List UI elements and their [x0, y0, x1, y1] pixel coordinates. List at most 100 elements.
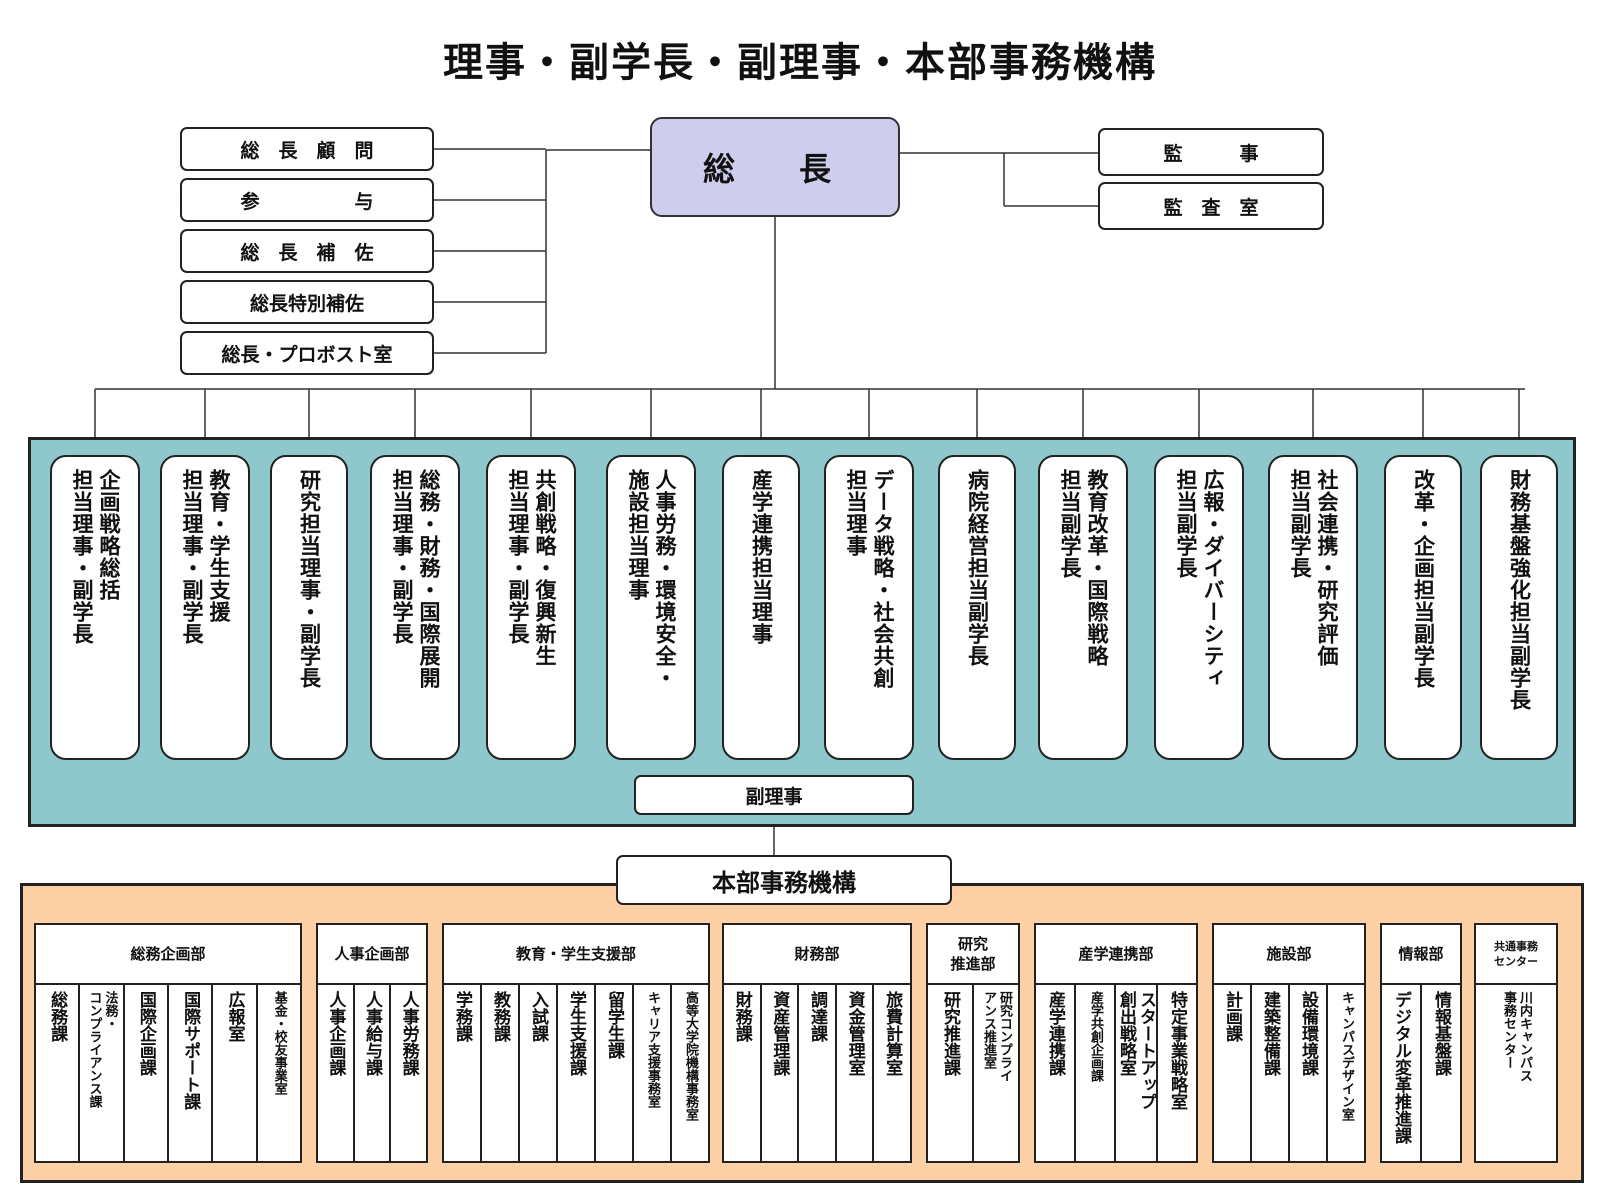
- section-name-line: デジタル変革推進課: [1391, 991, 1411, 1144]
- section-name-line: 設備環境課: [1298, 991, 1318, 1076]
- section-cell[interactable]: キャンパスデザイン室: [1328, 985, 1364, 1161]
- section-cell[interactable]: 高等大学院機構事務室: [672, 985, 708, 1161]
- executive-card-12[interactable]: 社会連携・研究評価担当副学長: [1268, 455, 1358, 760]
- advisor-box-4[interactable]: 総長特別補佐: [180, 280, 434, 324]
- section-cell[interactable]: 資金管理室: [837, 985, 875, 1161]
- section-name-line: 学生支援課: [566, 991, 586, 1076]
- section-cell[interactable]: 留学生課: [596, 985, 634, 1161]
- section-name-line: 国際サポート課: [180, 991, 201, 1110]
- section-name-line: 情報基盤課: [1431, 991, 1451, 1076]
- section-cell[interactable]: 入試課: [520, 985, 558, 1161]
- section-name-line: 国際企画課: [135, 991, 156, 1076]
- executive-card-5[interactable]: 共創戦略・復興新生担当理事・副学長: [486, 455, 576, 760]
- department-box-6[interactable]: 産学連携部産学連携課産学共創企画課スタートアップ創出戦略室特定事業戦略室: [1034, 923, 1198, 1163]
- department-name: 研究 推進部: [928, 925, 1018, 985]
- section-cell[interactable]: 国際サポート課: [169, 985, 214, 1161]
- executive-card-13[interactable]: 改革・企画担当副学長: [1384, 455, 1462, 760]
- department-name: 施設部: [1214, 925, 1364, 985]
- executive-title-line: データ戦略・社会共創: [871, 469, 895, 689]
- audit-office-box[interactable]: 監 査 室: [1098, 182, 1324, 230]
- executive-card-6[interactable]: 人事労務・環境安全・施設担当理事: [606, 455, 696, 760]
- hq-box[interactable]: 本部事務機構: [616, 855, 952, 905]
- advisor-box-1[interactable]: 総 長 顧 問: [180, 127, 434, 171]
- section-name-line: 人事企画課: [325, 991, 346, 1076]
- section-cell[interactable]: 広報室: [213, 985, 258, 1161]
- section-cell[interactable]: 計画課: [1214, 985, 1252, 1161]
- section-name-line: 研究推進課: [940, 991, 960, 1076]
- department-name: 共通事務 センター: [1476, 925, 1556, 985]
- section-name-line: 資産管理課: [769, 991, 790, 1076]
- executive-card-4[interactable]: 総務・財務・国際展開担当理事・副学長: [370, 455, 460, 760]
- department-box-9[interactable]: 共通事務 センター川内キャンパス事務センター: [1474, 923, 1558, 1163]
- president-box[interactable]: 総 長: [650, 117, 900, 217]
- section-name-line: 高等大学院機構事務室: [683, 991, 698, 1121]
- section-name-line: 財務課: [731, 991, 752, 1042]
- executive-card-3[interactable]: 研究担当理事・副学長: [270, 455, 348, 760]
- executive-title-line: 担当理事・副学長: [506, 469, 530, 645]
- section-cell[interactable]: 情報基盤課: [1422, 985, 1460, 1161]
- section-cell[interactable]: 教務課: [482, 985, 520, 1161]
- advisor-box-3[interactable]: 総 長 補 佐: [180, 229, 434, 273]
- section-name-line: 産学連携課: [1045, 991, 1065, 1076]
- executive-title-line: 教育改革・国際戦略: [1085, 469, 1109, 667]
- department-box-3[interactable]: 教育・学生支援部学務課教務課入試課学生支援課留学生課キャリア支援事務室高等大学院…: [442, 923, 710, 1163]
- section-name-line: 計画課: [1222, 991, 1242, 1042]
- section-cell[interactable]: 特定事業戦略室: [1158, 985, 1196, 1161]
- department-box-7[interactable]: 施設部計画課建築整備課設備環境課キャンパスデザイン室: [1212, 923, 1366, 1163]
- executive-card-7[interactable]: 産学連携担当理事: [722, 455, 800, 760]
- executive-card-2[interactable]: 教育・学生支援担当理事・副学長: [160, 455, 250, 760]
- section-cell[interactable]: 学務課: [444, 985, 482, 1161]
- section-cell[interactable]: 建築整備課: [1252, 985, 1290, 1161]
- section-cell[interactable]: スタートアップ創出戦略室: [1116, 985, 1158, 1161]
- section-cell[interactable]: 産学連携課: [1036, 985, 1076, 1161]
- section-cell[interactable]: 人事給与課: [355, 985, 392, 1161]
- advisor-box-5[interactable]: 総長・プロボスト室: [180, 331, 434, 375]
- department-name: 財務部: [724, 925, 910, 985]
- department-box-2[interactable]: 人事企画部人事企画課人事給与課人事労務課: [316, 923, 428, 1163]
- section-name-line: コンプライアンス課: [86, 991, 102, 1108]
- section-name-line: 旅費計算室: [882, 991, 903, 1076]
- auditor-box[interactable]: 監 事: [1098, 128, 1324, 176]
- executive-title-line: 担当副学長: [1174, 469, 1198, 579]
- executive-card-10[interactable]: 教育改革・国際戦略担当副学長: [1038, 455, 1128, 760]
- section-name-line: 特定事業戦略室: [1167, 991, 1187, 1110]
- section-cell[interactable]: キャリア支援事務室: [634, 985, 672, 1161]
- section-cell[interactable]: 調達課: [799, 985, 837, 1161]
- department-box-5[interactable]: 研究 推進部研究推進課研究コンプライアンス推進室: [926, 923, 1020, 1163]
- section-cell[interactable]: 人事企画課: [318, 985, 355, 1161]
- executive-card-8[interactable]: データ戦略・社会共創担当理事: [824, 455, 914, 760]
- section-name-line: 総務課: [47, 991, 68, 1042]
- executive-card-11[interactable]: 広報・ダイバーシティ担当副学長: [1154, 455, 1244, 760]
- executive-title-line: 総務・財務・国際展開: [417, 469, 441, 689]
- executive-card-14[interactable]: 財務基盤強化担当副学長: [1480, 455, 1558, 760]
- section-cell[interactable]: 研究コンプライアンス推進室: [974, 985, 1018, 1161]
- section-cell[interactable]: 人事労務課: [391, 985, 426, 1161]
- section-name-line: 入試課: [528, 991, 548, 1042]
- section-cell[interactable]: 基金・校友事業室: [258, 985, 300, 1161]
- department-box-8[interactable]: 情報部デジタル変革推進課情報基盤課: [1380, 923, 1462, 1163]
- section-name-line: 研究コンプライ: [997, 991, 1012, 1082]
- section-cell[interactable]: 総務課: [36, 985, 81, 1161]
- section-name-line: 学務課: [452, 991, 472, 1042]
- executive-title-line: 担当理事・副学長: [180, 469, 204, 645]
- section-cell[interactable]: 資産管理課: [762, 985, 800, 1161]
- section-cell[interactable]: 国際企画課: [125, 985, 169, 1161]
- vice-director-box[interactable]: 副理事: [634, 775, 914, 815]
- page-title: 理事・副学長・副理事・本部事務機構: [443, 40, 1157, 86]
- section-cell[interactable]: 研究推進課: [928, 985, 974, 1161]
- section-name-line: アンス推進室: [981, 991, 996, 1069]
- section-cell[interactable]: 法務・コンプライアンス課: [80, 985, 125, 1161]
- section-cell[interactable]: 産学共創企画課: [1076, 985, 1116, 1161]
- section-cell[interactable]: 学生支援課: [558, 985, 596, 1161]
- section-cell[interactable]: 旅費計算室: [874, 985, 910, 1161]
- executive-card-1[interactable]: 企画戦略総括担当理事・副学長: [50, 455, 140, 760]
- executive-card-9[interactable]: 病院経営担当副学長: [938, 455, 1016, 760]
- section-cell[interactable]: デジタル変革推進課: [1382, 985, 1422, 1161]
- section-cell[interactable]: 財務課: [724, 985, 762, 1161]
- section-cell[interactable]: 川内キャンパス事務センター: [1476, 985, 1556, 1161]
- section-cell[interactable]: 設備環境課: [1290, 985, 1328, 1161]
- department-box-1[interactable]: 総務企画部総務課法務・コンプライアンス課国際企画課国際サポート課広報室基金・校友…: [34, 923, 302, 1163]
- advisor-box-2[interactable]: 参 与: [180, 178, 434, 222]
- executive-title-line: 担当副学長: [1058, 469, 1082, 579]
- department-box-4[interactable]: 財務部財務課資産管理課調達課資金管理室旅費計算室: [722, 923, 912, 1163]
